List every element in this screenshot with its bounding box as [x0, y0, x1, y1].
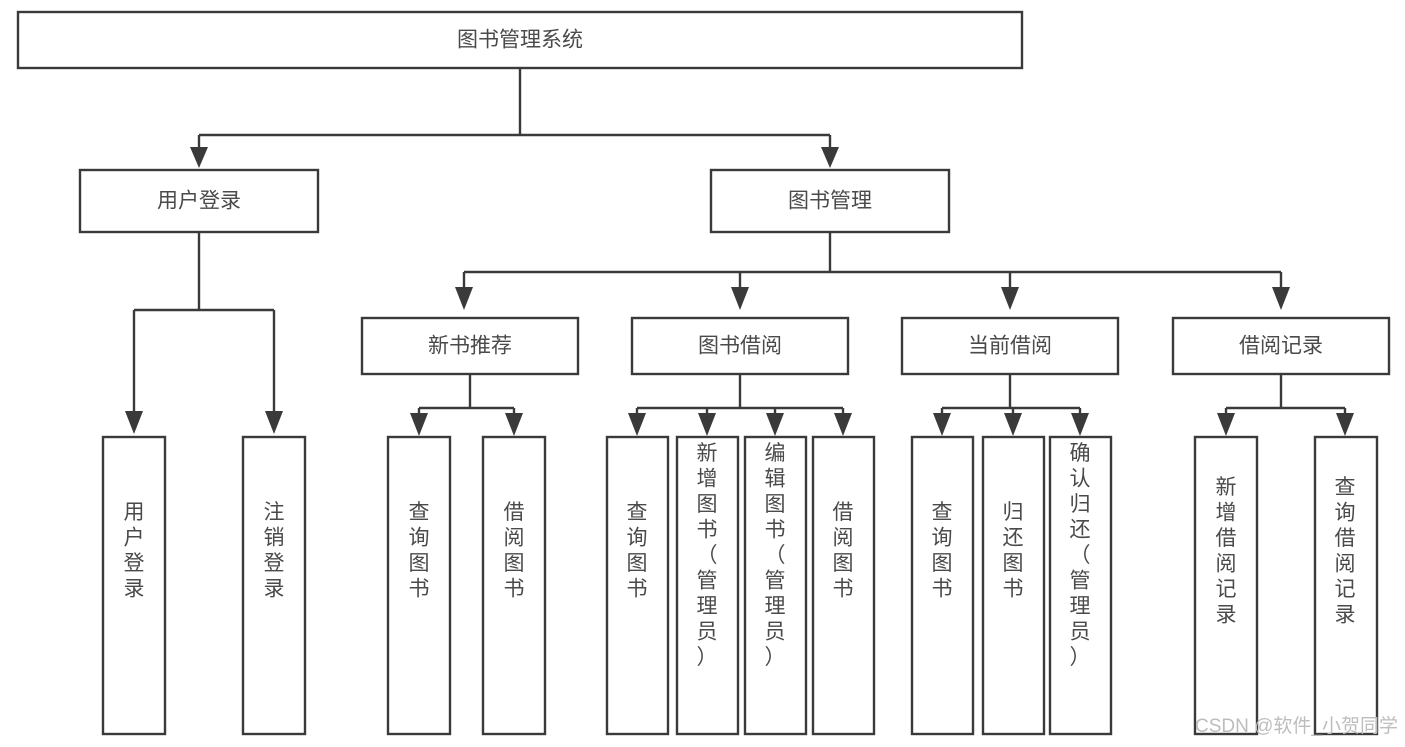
node-borrow-record-box[interactable] — [1171, 316, 1391, 376]
node-leaf-return-book-box[interactable] — [981, 435, 1046, 736]
arrow-to-leaf-borrow-book-1 — [505, 413, 523, 436]
arrow-to-leaf-borrow-book-2 — [834, 413, 852, 436]
node-leaf-confirm-return-label: 确认归还（管理员） — [1070, 442, 1091, 669]
node-leaf-query-book-1-box[interactable] — [386, 435, 452, 736]
node-leaf-add-book[interactable]: 新增图书（管理员） — [675, 435, 740, 736]
node-leaf-borrow-book-1-label: 借阅图书 — [504, 501, 525, 601]
node-book-borrow-box[interactable] — [630, 316, 850, 376]
node-leaf-query-record-box[interactable] — [1313, 435, 1379, 736]
arrow-to-current-borrow — [1001, 287, 1019, 310]
node-root-box[interactable] — [16, 10, 1024, 70]
node-leaf-confirm-return-box[interactable] — [1048, 435, 1113, 736]
node-leaf-confirm-return[interactable]: 确认归还（管理员） — [1048, 435, 1113, 736]
node-new-book-recommend-box[interactable] — [360, 316, 580, 376]
arrow-to-book-manage — [821, 147, 839, 168]
node-leaf-user-login-box[interactable] — [101, 435, 167, 736]
node-current-borrow-label: 当前借阅 — [968, 335, 1052, 358]
node-borrow-record-label: 借阅记录 — [1239, 335, 1323, 358]
arrow-to-book-borrow — [731, 287, 749, 310]
node-user-login-label: 用户登录 — [157, 190, 241, 213]
node-borrow-record[interactable]: 借阅记录 — [1171, 316, 1391, 376]
node-leaf-add-record-box[interactable] — [1193, 435, 1259, 736]
node-book-manage-label: 图书管理 — [788, 190, 872, 213]
node-book-borrow-label: 图书借阅 — [698, 335, 782, 358]
node-leaf-query-book-2-box[interactable] — [605, 435, 670, 736]
node-leaf-return-book-label: 归还图书 — [1003, 501, 1024, 601]
node-leaf-query-book-2[interactable]: 查询图书 — [605, 435, 670, 736]
node-leaf-user-login-label: 用户登录 — [124, 501, 145, 601]
node-new-book-recommend[interactable]: 新书推荐 — [360, 316, 580, 376]
node-leaf-query-book-3[interactable]: 查询图书 — [910, 435, 975, 736]
node-leaf-edit-book[interactable]: 编辑图书（管理员） — [743, 435, 808, 736]
arrow-to-leaf-query-book-1 — [410, 413, 428, 436]
node-leaf-query-book-1-label: 查询图书 — [409, 501, 430, 601]
node-leaf-borrow-book-2[interactable]: 借阅图书 — [811, 435, 876, 736]
node-leaf-borrow-book-1[interactable]: 借阅图书 — [481, 435, 547, 736]
arrow-to-leaf-query-book-2 — [628, 413, 646, 436]
edge-group-root-to-level1 — [190, 68, 839, 168]
arrow-to-user-login — [190, 147, 208, 168]
node-leaf-edit-book-box[interactable] — [743, 435, 808, 736]
node-leaf-add-record[interactable]: 新增借阅记录 — [1193, 435, 1259, 736]
node-leaf-query-book-1[interactable]: 查询图书 — [386, 435, 452, 736]
node-leaf-add-book-box[interactable] — [675, 435, 740, 736]
edge-group-user-login-to-leaves — [125, 232, 283, 434]
node-leaf-query-book-3-box[interactable] — [910, 435, 975, 736]
node-leaf-add-record-label: 新增借阅记录 — [1216, 476, 1237, 627]
node-user-login[interactable]: 用户登录 — [78, 168, 320, 234]
node-leaf-user-login[interactable]: 用户登录 — [101, 435, 167, 736]
node-user-login-box[interactable] — [78, 168, 320, 234]
node-book-manage-box[interactable] — [709, 168, 951, 234]
edge-group-book-manage-to-level2 — [455, 232, 1290, 310]
node-leaf-borrow-book-1-box[interactable] — [481, 435, 547, 736]
arrow-to-leaf-add-book — [698, 413, 716, 436]
node-leaf-borrow-book-2-label: 借阅图书 — [833, 501, 854, 601]
node-book-borrow[interactable]: 图书借阅 — [630, 316, 850, 376]
arrow-to-new-book-recommend — [455, 287, 473, 310]
node-current-borrow-box[interactable] — [900, 316, 1120, 376]
arrow-to-leaf-confirm-return — [1071, 413, 1089, 436]
node-leaf-borrow-book-2-box[interactable] — [811, 435, 876, 736]
edge-group-current-borrow-to-leaves — [933, 374, 1089, 436]
node-leaf-query-record[interactable]: 查询借阅记录 — [1313, 435, 1379, 736]
arrow-to-leaf-return-book — [1004, 413, 1022, 436]
edge-group-book-borrow-to-leaves — [628, 374, 852, 436]
node-leaf-edit-book-label: 编辑图书（管理员） — [765, 442, 786, 669]
arrow-to-borrow-record — [1272, 287, 1290, 310]
node-leaf-return-book[interactable]: 归还图书 — [981, 435, 1046, 736]
node-leaf-query-book-3-label: 查询图书 — [932, 501, 953, 601]
arrow-to-leaf-user-login — [125, 411, 143, 434]
arrow-to-leaf-add-record — [1217, 413, 1235, 436]
node-leaf-user-logout-box[interactable] — [241, 435, 307, 736]
node-root[interactable]: 图书管理系统 — [16, 10, 1024, 70]
node-new-book-recommend-label: 新书推荐 — [428, 335, 512, 358]
node-leaf-user-logout-label: 注销登录 — [264, 501, 285, 601]
arrow-to-leaf-edit-book — [766, 413, 784, 436]
node-current-borrow[interactable]: 当前借阅 — [900, 316, 1120, 376]
edge-group-new-book-recommend-to-leaves — [410, 374, 523, 436]
watermark-text: CSDN @软件_小贺同学 — [1195, 715, 1398, 737]
node-book-manage[interactable]: 图书管理 — [709, 168, 951, 234]
node-leaf-add-book-label: 新增图书（管理员） — [697, 442, 718, 669]
node-root-label: 图书管理系统 — [457, 29, 583, 52]
node-leaf-user-logout[interactable]: 注销登录 — [241, 435, 307, 736]
node-leaf-query-record-label: 查询借阅记录 — [1335, 476, 1356, 627]
node-leaf-query-book-2-label: 查询图书 — [627, 501, 648, 601]
edge-group-borrow-record-to-leaves — [1217, 374, 1354, 436]
arrow-to-leaf-user-logout — [265, 411, 283, 434]
arrow-to-leaf-query-record — [1336, 413, 1354, 436]
arrow-to-leaf-query-book-3 — [933, 413, 951, 436]
